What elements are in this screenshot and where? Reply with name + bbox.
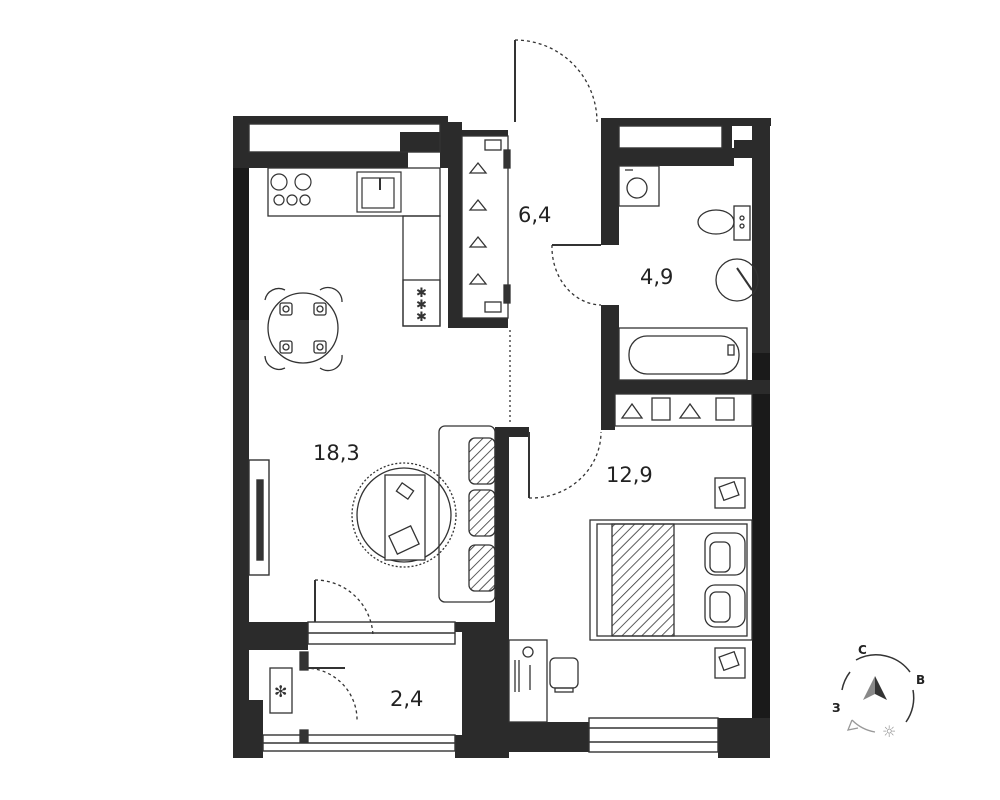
- compass-east-label: В: [916, 673, 925, 687]
- compass: ☼ С В З: [832, 643, 925, 741]
- rug: [351, 462, 457, 568]
- bathtub-icon: [618, 327, 748, 381]
- sun-icon: ☼: [882, 722, 896, 741]
- svg-text:✱: ✱: [416, 286, 427, 301]
- room-area-bedroom: 12,9: [606, 463, 653, 487]
- bedroom-wardrobe: [614, 393, 753, 427]
- balcony-fixtures: ✻: [269, 651, 309, 743]
- room-area-balcony: 2,4: [390, 687, 423, 711]
- sink-icon: [356, 171, 402, 213]
- room-area-hallway: 6,4: [518, 203, 551, 227]
- compass-north-label: С: [858, 643, 867, 657]
- walls: [233, 116, 771, 758]
- room-area-bathroom: 4,9: [640, 265, 673, 289]
- sofa: [438, 425, 496, 603]
- compass-west-label: З: [832, 701, 841, 715]
- fridge-icon: ✱ ✱ ✱: [416, 286, 427, 325]
- stove-icon: [270, 173, 312, 206]
- bed: [589, 519, 753, 641]
- room-area-living-kitchen: 18,3: [313, 441, 360, 465]
- washbasin-icon: [715, 258, 759, 302]
- dining-table: [264, 286, 343, 372]
- kitchen-counter: [267, 167, 441, 327]
- compass-ring-icon: [855, 654, 911, 673]
- svg-text:✱: ✱: [416, 298, 427, 313]
- washing-machine-icon: [618, 165, 660, 207]
- toilet-icon: [697, 205, 751, 241]
- windows: [248, 123, 723, 753]
- nightstands: [714, 477, 746, 679]
- doors: [304, 39, 602, 723]
- desk: [508, 639, 579, 723]
- svg-text:✱: ✱: [416, 310, 427, 325]
- hallway-wardrobe: [461, 135, 511, 319]
- svg-text:✻: ✻: [274, 682, 287, 701]
- compass-needle-icon: [875, 676, 887, 700]
